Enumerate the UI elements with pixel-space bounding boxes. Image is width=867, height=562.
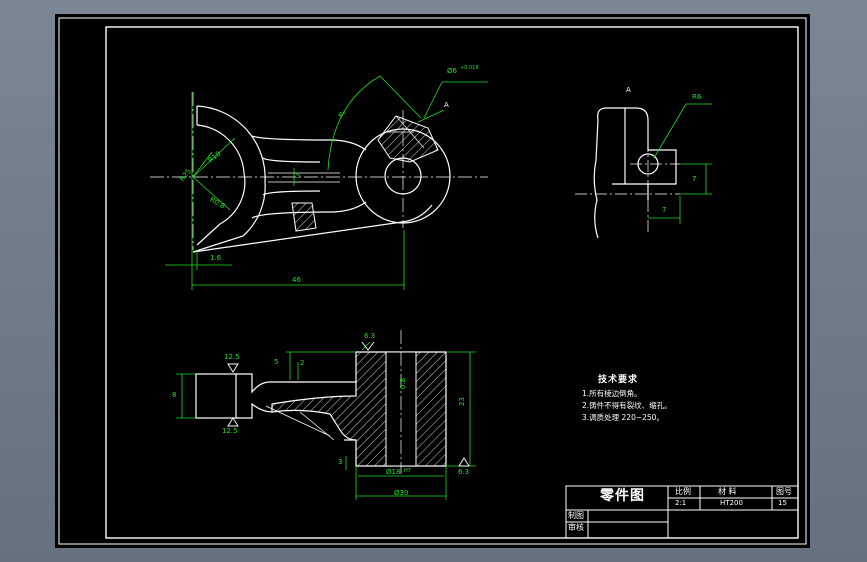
- front-view: [195, 330, 447, 474]
- view-letter-a: A: [444, 101, 449, 109]
- dim-angle: 4°: [338, 111, 346, 119]
- top-view: [150, 92, 488, 253]
- dim-diameter-tol: +0.018: [460, 65, 479, 71]
- drawing-no-value: 15: [778, 499, 787, 507]
- notes-title: 技术要求: [598, 375, 639, 385]
- note-2: 2.铸件不得有裂纹、缩孔。: [582, 401, 672, 410]
- detail-dimensions: [648, 103, 712, 224]
- web-outline: [251, 135, 367, 151]
- note-1: 1.所有棱边倒角。: [582, 389, 642, 398]
- detail-view: [575, 107, 680, 239]
- dim-boss: 0.8: [399, 377, 408, 390]
- material-label: 材 料: [718, 487, 737, 496]
- detail-dim-width: 7: [662, 206, 667, 214]
- sheet-border: [58, 17, 807, 545]
- dim-base: 3: [338, 458, 343, 466]
- rough-top: 6.3: [364, 332, 376, 340]
- front-view-dimensions: [176, 341, 476, 500]
- scale-label: 比例: [675, 487, 691, 496]
- detail-title: A: [626, 86, 631, 94]
- title-block: [565, 485, 799, 539]
- scale-value: 2:1: [675, 499, 687, 507]
- title-block-title: 零件图: [600, 488, 645, 504]
- rough-left-top: 12.5: [224, 353, 240, 361]
- material-value: HT200: [720, 499, 743, 507]
- dim-web: 5: [296, 172, 301, 180]
- dim-diameter: Ø6: [447, 67, 457, 75]
- dim-bore-tol: H7: [404, 468, 411, 474]
- dim-left-height: 8: [172, 391, 177, 399]
- checked-label: 审核: [568, 523, 584, 532]
- note-3: 3.调质处理 220~250。: [582, 413, 664, 422]
- rough-left-bottom: 12.5: [222, 427, 238, 435]
- inner-frame: [105, 26, 799, 539]
- top-view-dimensions: [165, 75, 488, 290]
- drawn-label: 制图: [568, 511, 584, 520]
- detail-dim-height: 7: [692, 175, 697, 183]
- rib-section-hatch: [291, 202, 317, 232]
- dim-slot-b: 2: [300, 359, 305, 367]
- lug-hatch: [377, 115, 439, 163]
- dim-bore: Ø18: [386, 468, 401, 476]
- roughness-symbols: [227, 341, 470, 467]
- crescent-outline: [196, 105, 266, 183]
- drawing-no-label: 图号: [776, 487, 792, 496]
- left-boss: [195, 373, 237, 419]
- dim-length: 46: [292, 276, 301, 284]
- detail-outline: [597, 107, 677, 200]
- rough-right: 6.3: [458, 468, 470, 476]
- dim-slot-a: 5: [274, 358, 279, 366]
- dim-offset: 1.6: [210, 254, 222, 262]
- dim-outer: Ø30: [394, 489, 409, 497]
- detail-dim-radius: R6: [692, 93, 702, 101]
- dim-total-height: 23: [457, 397, 466, 406]
